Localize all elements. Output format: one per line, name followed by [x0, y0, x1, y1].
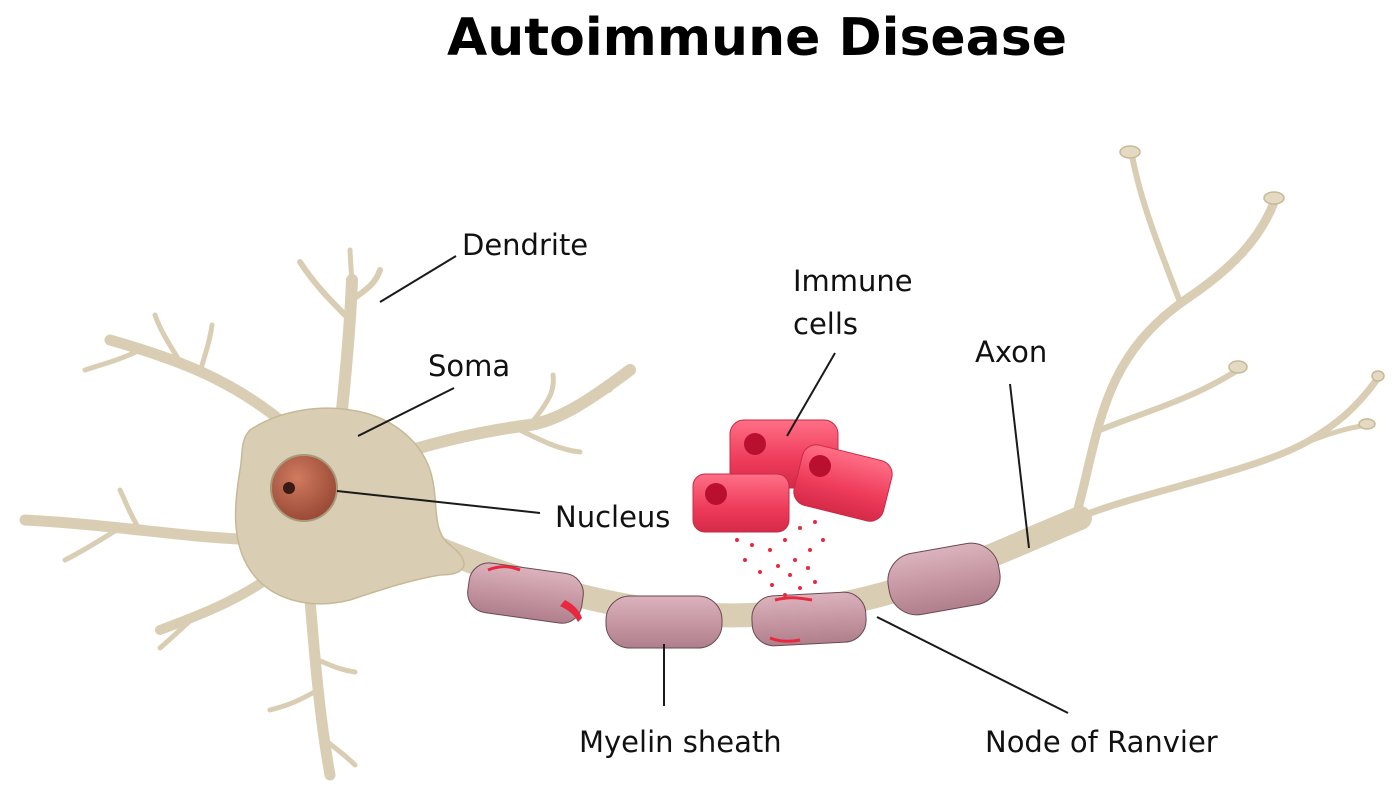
immune-cell-2 — [793, 444, 893, 522]
myelin-segment-2 — [605, 595, 723, 649]
leader-lines — [336, 255, 1069, 714]
immune-cell-2-nucleus — [809, 455, 831, 477]
immune-cell-1-nucleus — [744, 433, 766, 455]
myelin-damage-1 — [560, 600, 582, 622]
immune-cells — [692, 419, 893, 533]
soma — [234, 407, 465, 605]
label-dendrite: Dendrite — [462, 228, 588, 262]
label-immune-line1: Immune — [793, 264, 913, 298]
label-immune-line2: cells — [793, 307, 858, 341]
myelin-segment-3 — [751, 591, 867, 647]
label-node-of-ranvier: Node of Ranvier — [985, 725, 1218, 759]
terminal-buttons — [1119, 145, 1385, 430]
diagram-title: Autoimmune Disease — [447, 8, 1067, 68]
cytokine-dots — [735, 520, 825, 597]
myelin-damage-3 — [774, 596, 813, 602]
label-nucleus: Nucleus — [555, 500, 670, 534]
labels: Dendrite Soma Immune cells Axon Nucleus … — [428, 228, 1218, 759]
axon-terminals — [1070, 152, 1382, 525]
label-axon: Axon — [975, 335, 1047, 369]
nucleolus — [283, 482, 295, 494]
myelin-segments — [467, 542, 1001, 649]
immune-cell-3 — [692, 473, 790, 533]
myelin-segment-4 — [887, 542, 1001, 616]
immune-cell-3-nucleus — [705, 483, 727, 505]
label-myelin-sheath: Myelin sheath — [579, 725, 782, 759]
label-soma: Soma — [428, 349, 510, 383]
dendrites — [19, 247, 636, 781]
myelin-segment-1 — [467, 562, 584, 624]
nucleus — [270, 454, 338, 522]
